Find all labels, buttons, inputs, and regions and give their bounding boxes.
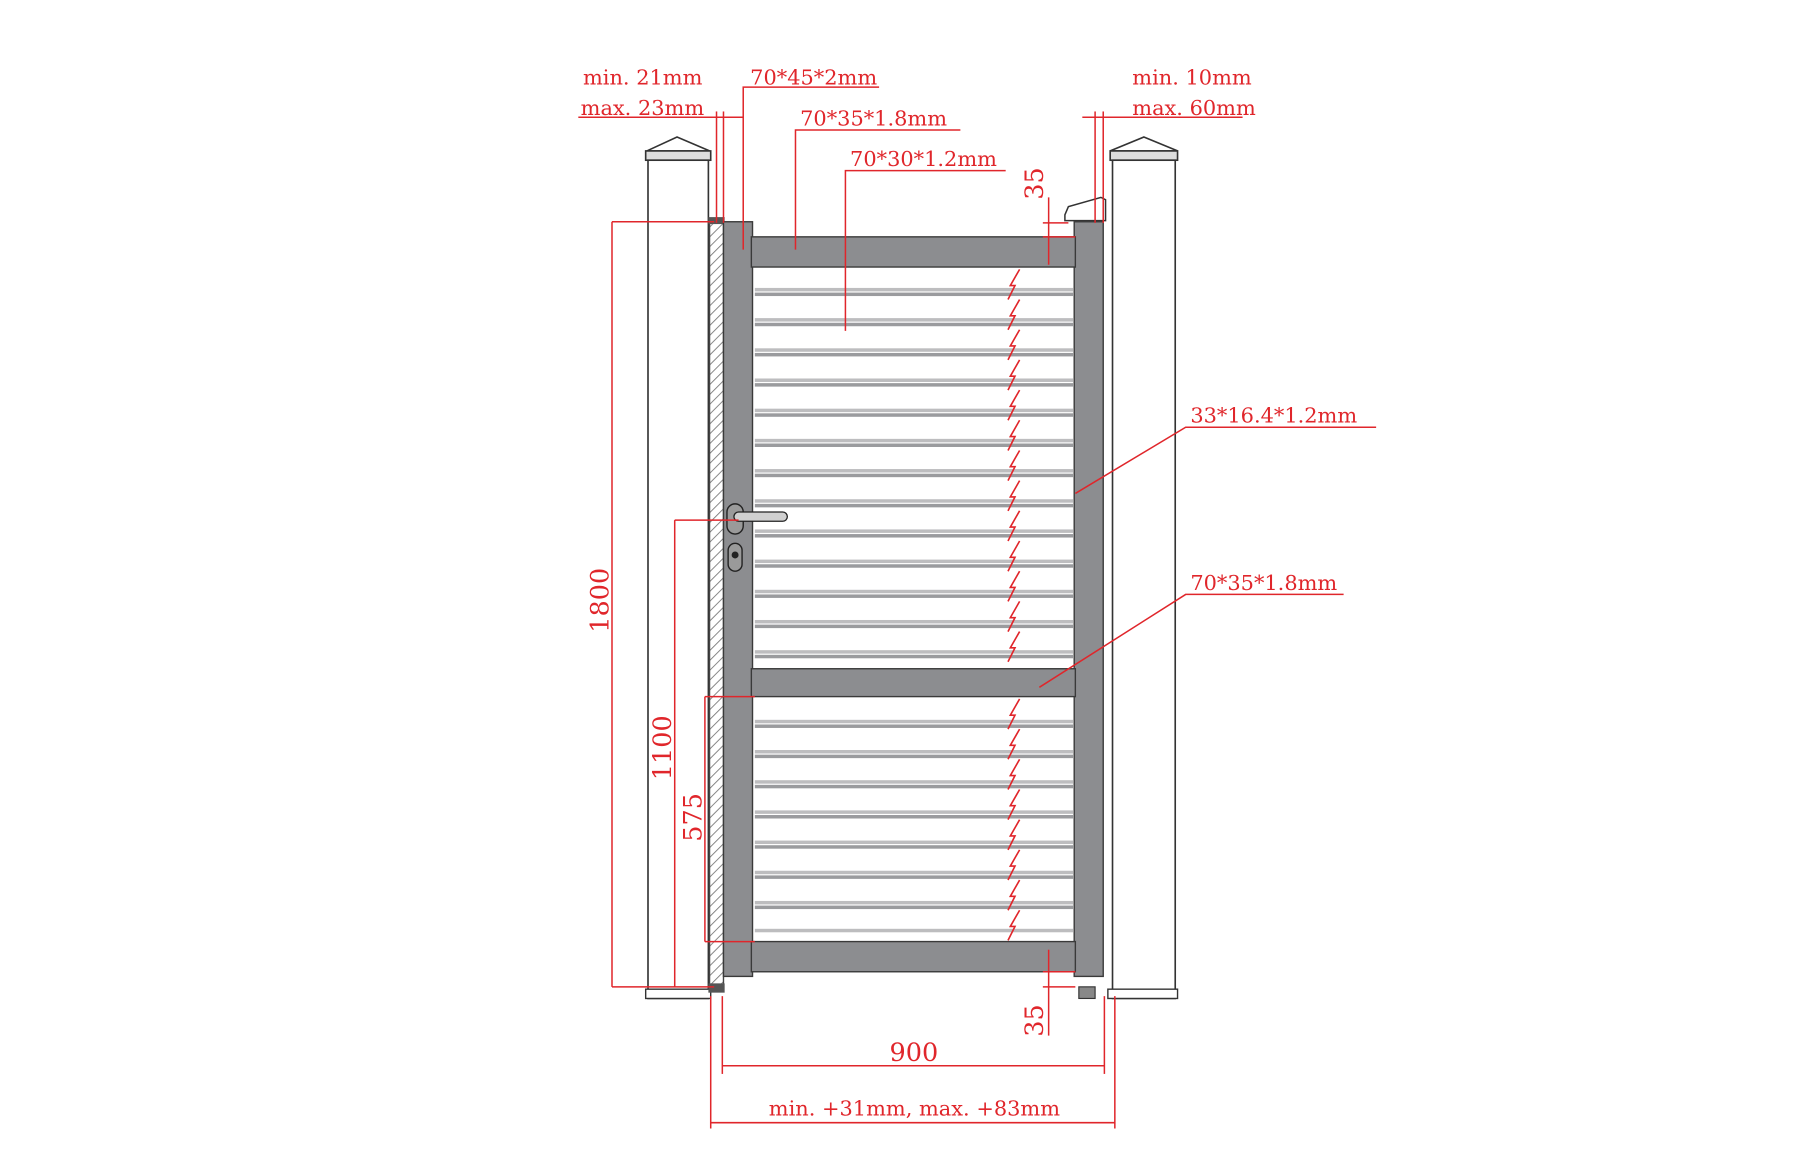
stile-profile-label: 70*45*2mm bbox=[750, 66, 877, 90]
height-label: 1800 bbox=[586, 568, 616, 633]
right-gap-min-label: min. 10mm bbox=[1132, 66, 1252, 90]
dimension-lines bbox=[578, 86, 1377, 1129]
width-label: 900 bbox=[890, 1038, 939, 1068]
side-profile-label: 33*16.4*1.2mm bbox=[1190, 404, 1357, 428]
door-handle bbox=[726, 503, 788, 535]
right-post bbox=[1107, 136, 1179, 1000]
left-gap-max-label: max. 23mm bbox=[581, 96, 705, 120]
lock-cylinder bbox=[727, 542, 743, 572]
upper-slats bbox=[754, 287, 1074, 659]
hinge-profile bbox=[708, 217, 725, 993]
slat-break-marks bbox=[1007, 268, 1021, 941]
slat-profile-label: 70*30*1.2mm bbox=[850, 147, 997, 171]
gate-frame bbox=[722, 221, 1104, 978]
lower-slats bbox=[754, 719, 1074, 933]
left-gap-min-label: min. 21mm bbox=[583, 66, 703, 90]
top-clearance-label: 35 bbox=[1020, 167, 1050, 199]
opening-label: min. +31mm, max. +83mm bbox=[769, 1097, 1060, 1121]
handle-height-label: 1100 bbox=[648, 715, 678, 780]
right-gap-max-label: max. 60mm bbox=[1132, 96, 1256, 120]
bottom-clearance-label: 35 bbox=[1020, 1004, 1050, 1036]
lower-panel-label: 575 bbox=[678, 793, 708, 842]
rail-profile-label: 70*35*1.8mm bbox=[800, 106, 947, 130]
mid-rail-profile-label: 70*35*1.8mm bbox=[1190, 571, 1337, 595]
left-post bbox=[644, 136, 712, 1000]
